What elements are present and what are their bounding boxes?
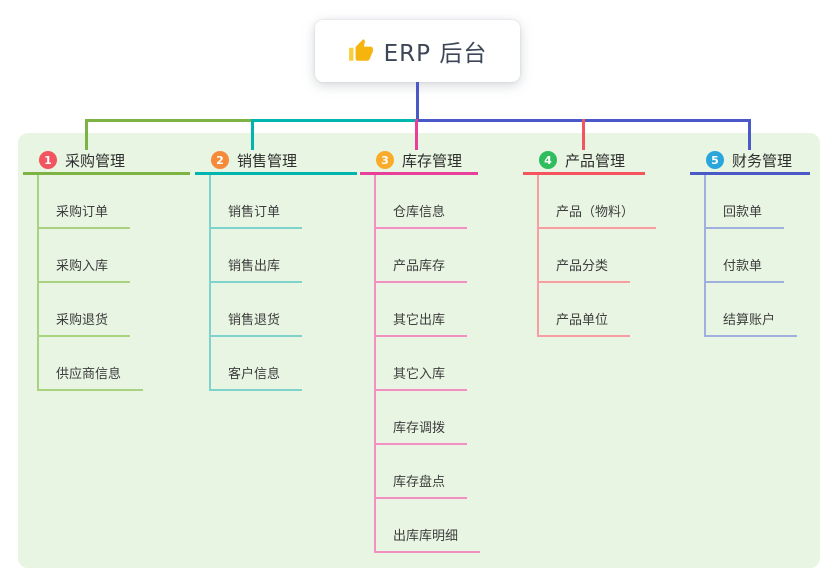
horizontal-connector-line (251, 119, 416, 122)
branch-label: 库存管理 (402, 151, 463, 170)
child-node[interactable]: 供应商信息 (39, 337, 144, 391)
branch-header[interactable]: 4 产品管理 (523, 148, 645, 175)
child-node-label: 结算账户 (723, 313, 776, 328)
child-node-label: 销售退货 (228, 313, 281, 328)
branch-header[interactable]: 2 销售管理 (195, 148, 357, 175)
child-node[interactable]: 销售出库 (211, 229, 303, 283)
child-node[interactable]: 付款单 (706, 229, 785, 283)
root-node[interactable]: ERP 后台 (315, 20, 520, 82)
child-node[interactable]: 其它出库 (376, 283, 468, 337)
branch-drop-line (582, 119, 585, 150)
thumbs-up-icon (348, 39, 373, 61)
child-node[interactable]: 回款单 (706, 175, 785, 229)
child-node[interactable]: 仓库信息 (376, 175, 468, 229)
branch-children: 回款单 付款单 结算账户 (704, 175, 798, 337)
child-node[interactable]: 产品（物料） (539, 175, 657, 229)
child-node-label: 采购入库 (56, 259, 109, 274)
branch-label: 采购管理 (65, 151, 126, 170)
branch-node[interactable]: 2 销售管理 销售订单 销售出库 销售退货 客户信息 (195, 148, 357, 391)
child-node[interactable]: 产品库存 (376, 229, 468, 283)
child-node[interactable]: 其它入库 (376, 337, 468, 391)
child-node[interactable]: 出库库明细 (376, 499, 481, 553)
branch-header[interactable]: 1 采购管理 (23, 148, 190, 175)
child-node-label: 客户信息 (228, 367, 281, 382)
child-node-label: 库存盘点 (393, 475, 446, 490)
branch-number-badge: 1 (39, 151, 57, 169)
child-node[interactable]: 采购订单 (39, 175, 131, 229)
child-node[interactable]: 客户信息 (211, 337, 303, 391)
child-node-label: 产品（物料） (556, 205, 635, 220)
child-node[interactable]: 产品分类 (539, 229, 631, 283)
child-node-label: 产品单位 (556, 313, 609, 328)
child-node[interactable]: 库存盘点 (376, 445, 468, 499)
branch-node[interactable]: 4 产品管理 产品（物料） 产品分类 产品单位 (523, 148, 657, 337)
child-node[interactable]: 销售退货 (211, 283, 303, 337)
child-node[interactable]: 采购入库 (39, 229, 131, 283)
root-node-label: ERP 后台 (383, 41, 488, 67)
branch-children: 采购订单 采购入库 采购退货 供应商信息 (37, 175, 144, 391)
branch-drop-line (85, 119, 88, 150)
branch-number-badge: 4 (539, 151, 557, 169)
branch-number-badge: 3 (376, 151, 394, 169)
child-node[interactable]: 采购退货 (39, 283, 131, 337)
branch-label: 产品管理 (565, 151, 626, 170)
branch-node[interactable]: 1 采购管理 采购订单 采购入库 采购退货 供应商信息 (23, 148, 190, 391)
branch-children: 销售订单 销售出库 销售退货 客户信息 (209, 175, 303, 391)
child-node-label: 回款单 (723, 205, 763, 220)
child-node-label: 销售出库 (228, 259, 281, 274)
child-node[interactable]: 产品单位 (539, 283, 631, 337)
branch-number-badge: 5 (706, 151, 724, 169)
child-node-label: 采购退货 (56, 313, 109, 328)
branch-drop-line (748, 119, 751, 150)
branch-drop-line (251, 119, 254, 150)
child-node-label: 产品库存 (393, 259, 446, 274)
branch-children: 仓库信息 产品库存 其它出库 其它入库 库存调拨 库存盘点 出库库明细 (374, 175, 481, 553)
child-node[interactable]: 销售订单 (211, 175, 303, 229)
branch-drop-line (415, 119, 418, 150)
child-node-label: 库存调拨 (393, 421, 446, 436)
horizontal-connector-line (85, 119, 251, 122)
branch-node[interactable]: 5 财务管理 回款单 付款单 结算账户 (690, 148, 810, 337)
branch-header[interactable]: 5 财务管理 (690, 148, 810, 175)
branch-children: 产品（物料） 产品分类 产品单位 (537, 175, 657, 337)
child-node-label: 出库库明细 (393, 529, 459, 544)
child-node[interactable]: 结算账户 (706, 283, 798, 337)
child-node-label: 采购订单 (56, 205, 109, 220)
branch-number-badge: 2 (211, 151, 229, 169)
child-node-label: 产品分类 (556, 259, 609, 274)
branch-header[interactable]: 3 库存管理 (360, 148, 478, 175)
child-node-label: 其它入库 (393, 367, 446, 382)
branch-node[interactable]: 3 库存管理 仓库信息 产品库存 其它出库 其它入库 库存调拨 库存盘点 出库库… (360, 148, 481, 553)
child-node[interactable]: 库存调拨 (376, 391, 468, 445)
child-node-label: 供应商信息 (56, 367, 122, 382)
root-trunk-line (416, 82, 419, 122)
branch-label: 销售管理 (237, 151, 298, 170)
child-node-label: 付款单 (723, 259, 763, 274)
child-node-label: 仓库信息 (393, 205, 446, 220)
mindmap-panel (18, 133, 820, 568)
child-node-label: 其它出库 (393, 313, 446, 328)
child-node-label: 销售订单 (228, 205, 281, 220)
branch-label: 财务管理 (732, 151, 793, 170)
